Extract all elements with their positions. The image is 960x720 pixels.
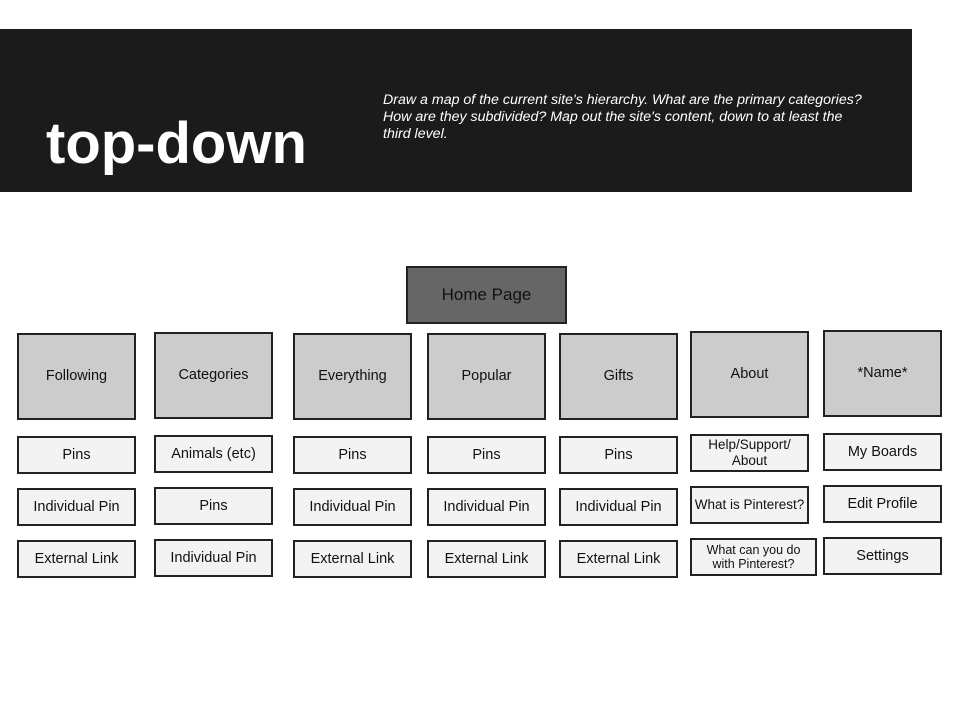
child-node-categories-pins: Pins: [154, 487, 273, 525]
child-node-everything-pins: Pins: [293, 436, 412, 474]
child-node-everything-external-link: External Link: [293, 540, 412, 578]
child-node-gifts-individual-pin: Individual Pin: [559, 488, 678, 526]
category-node-categories: Categories: [154, 332, 273, 419]
child-node-following-individual-pin: Individual Pin: [17, 488, 136, 526]
child-node-following-external-link: External Link: [17, 540, 136, 578]
child-node-gifts-external-link: External Link: [559, 540, 678, 578]
child-node-popular-individual-pin: Individual Pin: [427, 488, 546, 526]
slide-title: top-down: [46, 111, 307, 176]
child-node-popular-external-link: External Link: [427, 540, 546, 578]
header-bar: [0, 29, 912, 192]
child-node-categories-animals-etc: Animals (etc): [154, 435, 273, 473]
child-node-following-pins: Pins: [17, 436, 136, 474]
category-node-following: Following: [17, 333, 136, 420]
child-node-categories-individual-pin: Individual Pin: [154, 539, 273, 577]
slide-instructions: Draw a map of the current site's hierarc…: [383, 92, 862, 142]
child-node-name-edit-profile: Edit Profile: [823, 485, 942, 523]
child-node-about-help-support-about: Help/Support/ About: [690, 434, 809, 472]
child-node-name-my-boards: My Boards: [823, 433, 942, 471]
category-node-name: *Name*: [823, 330, 942, 417]
category-node-about: About: [690, 331, 809, 418]
child-node-gifts-pins: Pins: [559, 436, 678, 474]
category-node-gifts: Gifts: [559, 333, 678, 420]
child-node-popular-pins: Pins: [427, 436, 546, 474]
child-node-name-settings: Settings: [823, 537, 942, 575]
child-node-about-what-is-pinterest: What is Pinterest?: [690, 486, 809, 524]
child-node-about-what-can-you-do-with-pinterest: What can you do with Pinterest?: [690, 538, 817, 576]
category-node-popular: Popular: [427, 333, 546, 420]
root-node-home-page: Home Page: [406, 266, 567, 324]
child-node-everything-individual-pin: Individual Pin: [293, 488, 412, 526]
category-node-everything: Everything: [293, 333, 412, 420]
